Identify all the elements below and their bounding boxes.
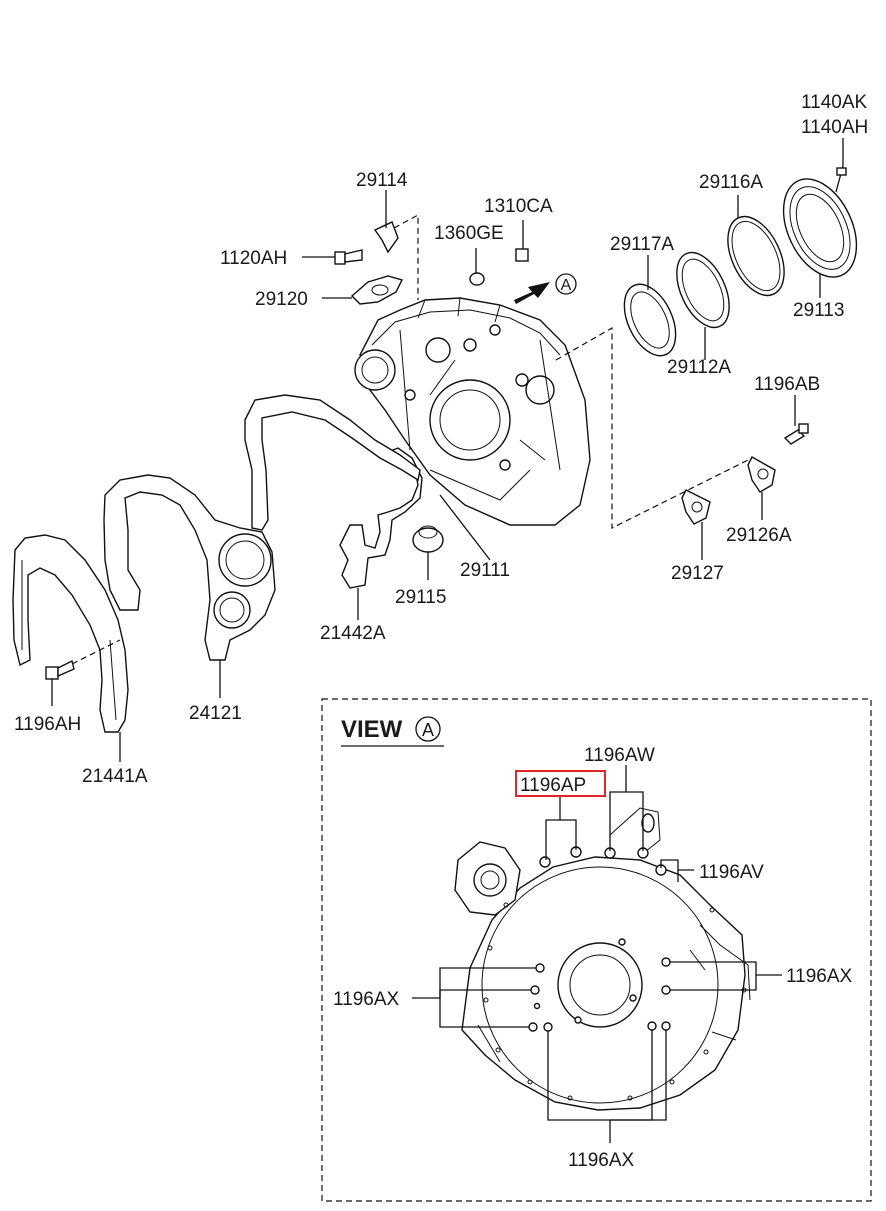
label-1120AH: 1120AH (220, 248, 287, 269)
plate-29127 (681, 489, 711, 525)
label-24121: 24121 (189, 703, 242, 724)
nut-1310CA (515, 248, 529, 262)
label-1196AX-right: 1196AX (786, 966, 853, 987)
bolt-1120AH (334, 249, 363, 265)
label-1196AX-bottom: 1196AX (568, 1150, 635, 1171)
label-29126A: 29126A (726, 525, 792, 546)
label-1196AP: 1196AP (520, 775, 586, 796)
gasket-21441A (12, 534, 129, 733)
label-1196AX-left: 1196AX (333, 989, 400, 1010)
label-29117A: 29117A (610, 234, 674, 255)
bolt-1196AB (783, 423, 809, 445)
bracket-29114 (373, 221, 399, 254)
plate-29126A (747, 456, 776, 493)
washer-1360GE (469, 272, 485, 286)
label-1196AB: 1196AB (754, 374, 820, 395)
part-labels: 1140AK 1140AH 29114 1310CA 1360GE 1120AH… (14, 92, 868, 787)
view-title: VIEW (341, 716, 403, 743)
view-arrow-marker: A (561, 277, 572, 294)
plug-29115 (412, 525, 444, 553)
plate-29120 (350, 275, 404, 305)
bolt-1140AK (835, 165, 847, 193)
label-29115: 29115 (395, 587, 446, 608)
label-29127: 29127 (671, 563, 724, 584)
label-29116A: 29116A (699, 172, 763, 193)
label-21441A: 21441A (82, 766, 148, 787)
label-1140AK: 1140AK (801, 92, 868, 113)
gasket-21442A (339, 447, 423, 589)
view-arrow: A (514, 273, 577, 304)
seal-29112A (676, 251, 730, 329)
label-1196AV: 1196AV (699, 862, 764, 883)
cover-29113 (782, 178, 858, 278)
housing-rear-view (454, 807, 751, 1111)
label-1196AW: 1196AW (584, 745, 655, 766)
gasket-24121 (103, 394, 421, 661)
label-29114: 29114 (356, 170, 408, 191)
label-1360GE: 1360GE (434, 223, 504, 244)
label-1140AH: 1140AH (801, 117, 868, 138)
leader-lines (51, 138, 844, 762)
label-29120: 29120 (255, 289, 308, 310)
view-a-panel: VIEW A (321, 698, 872, 1202)
seal-29117A (623, 283, 677, 357)
label-1196AH: 1196AH (14, 714, 81, 735)
label-21442A: 21442A (320, 623, 386, 644)
label-29111: 29111 (460, 560, 510, 581)
flywheel-housing-29111 (354, 297, 591, 526)
bolt-1196AH (45, 659, 75, 680)
view-marker: A (422, 720, 434, 740)
label-1310CA: 1310CA (484, 196, 553, 217)
oring-29116A (727, 215, 785, 297)
label-29113: 29113 (793, 300, 844, 321)
label-29112A: 29112A (667, 357, 731, 378)
view-leader-lines (412, 765, 782, 1143)
highlight-box-1196AP (515, 770, 606, 797)
